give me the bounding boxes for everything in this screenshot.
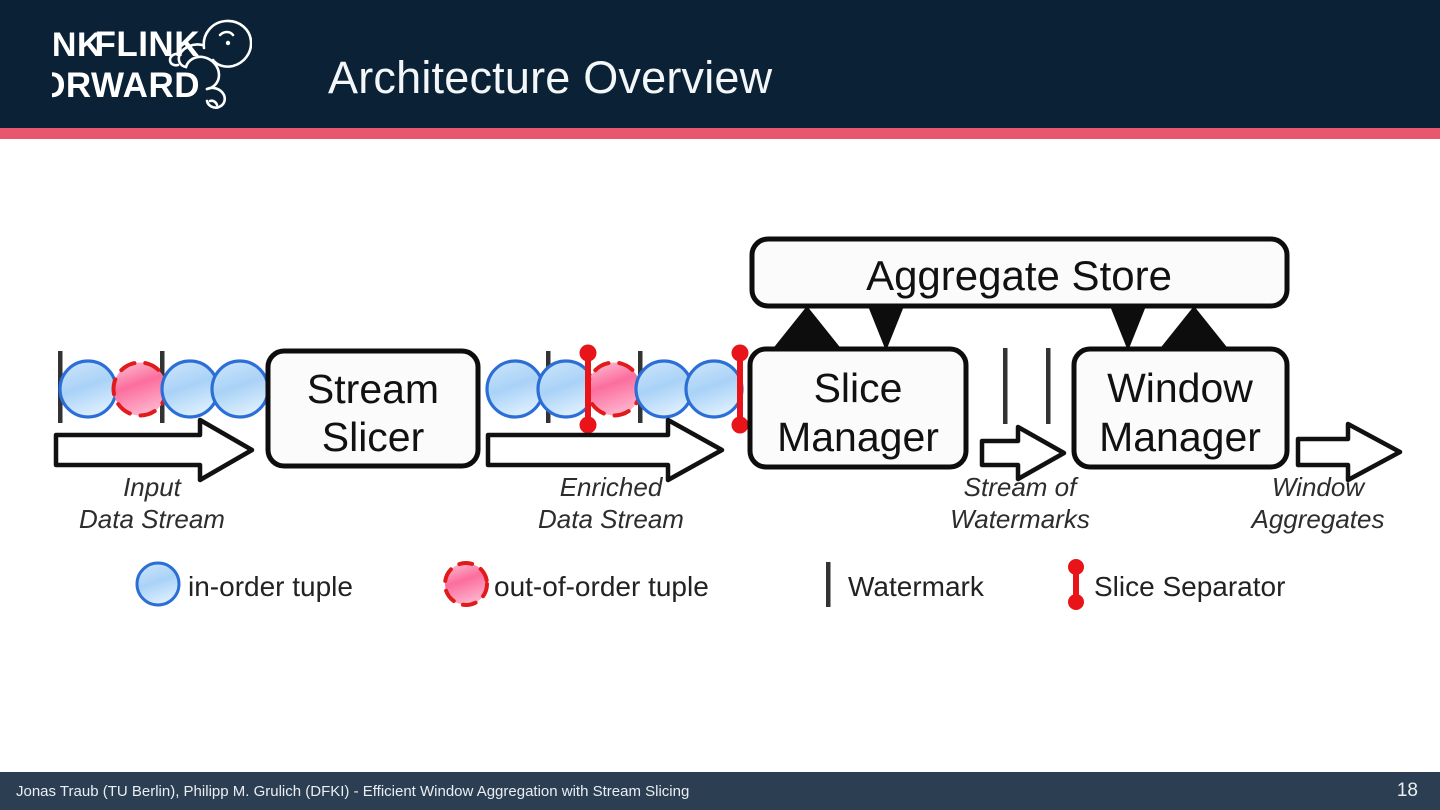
blue-circle-icon <box>135 561 181 607</box>
input-data-stream-tuples <box>58 351 270 423</box>
enriched-data-stream-tuples <box>485 344 749 434</box>
legend-item-in-order-tuple: in-order tuple <box>135 561 353 607</box>
box-label-slice: Slice <box>814 365 903 411</box>
box-label-aggregate-store: Aggregate Store <box>866 252 1172 299</box>
tuple-in-order <box>160 359 220 419</box>
logo-forward-word: FORWARD <box>52 66 200 105</box>
arrow-enriched-data-stream <box>485 417 725 483</box>
tuple-out-of-order <box>585 360 643 418</box>
watermark-bar <box>1046 348 1051 424</box>
footer-attribution: Jonas Traub (TU Berlin), Philipp M. Grul… <box>16 783 690 800</box>
arrow-label-aggregates-line2: Aggregates <box>1250 504 1385 534</box>
header-accent-bar <box>0 128 1440 139</box>
slice-separator <box>731 344 749 434</box>
logo-flink-word: FLINK <box>94 25 200 64</box>
arrow-label-watermarks-line2: Watermarks <box>950 504 1090 534</box>
watermark-bar-icon <box>826 562 831 607</box>
arrow-label-input-line2: Data Stream <box>79 504 225 534</box>
tuple-in-order <box>210 359 270 419</box>
legend-item-watermark: Watermark <box>826 562 985 607</box>
legend-item-slice-separator: Slice Separator <box>1068 559 1285 610</box>
arrow-label-input-line1: Input <box>123 472 183 502</box>
legend-label-out-of-order-tuple: out-of-order tuple <box>494 571 709 602</box>
tuple-in-order <box>634 359 694 419</box>
box-aggregate-store[interactable]: Aggregate Store <box>749 236 1290 309</box>
box-label-stream: Stream <box>307 366 439 412</box>
tuple-in-order <box>58 359 118 419</box>
arrow-label-aggregates-line1: Window <box>1272 472 1366 502</box>
box-label-slicer: Slicer <box>322 414 425 460</box>
slide-footer <box>0 772 1440 810</box>
legend-label-in-order-tuple: in-order tuple <box>188 571 353 602</box>
flink-forward-logo: FLINK FLINK FORWARD <box>0 12 253 116</box>
arrow-stream-of-watermarks <box>979 424 1067 482</box>
squirrel-icon <box>168 19 253 109</box>
architecture-diagram: Input Data Stream Stream Slicer Enri <box>0 139 1440 772</box>
watermark-stream-bars <box>1003 348 1051 424</box>
arrow-label-enriched-line1: Enriched <box>560 472 664 502</box>
page-title: Architecture Overview <box>328 52 773 103</box>
red-dashed-circle-icon <box>443 561 489 607</box>
aggregate-store-connectors <box>771 306 1230 351</box>
diagram-legend: in-order tuple out-of-order tuple Waterm… <box>135 559 1285 610</box>
box-window-manager[interactable]: Window Manager <box>1071 346 1290 470</box>
box-slice-manager[interactable]: Slice Manager <box>747 346 969 470</box>
arrow-input-data-stream <box>53 417 255 483</box>
connector-triangle-down <box>1110 306 1146 351</box>
slice-separator-icon <box>1068 559 1084 610</box>
legend-label-slice-separator: Slice Separator <box>1094 571 1285 602</box>
tuple-in-order <box>485 359 545 419</box>
watermark-bar <box>1003 348 1008 424</box>
box-label-window: Window <box>1107 365 1253 411</box>
slice-separator <box>579 344 597 434</box>
arrow-label-enriched-line2: Data Stream <box>538 504 684 534</box>
box-label-manager: Manager <box>777 414 939 460</box>
legend-item-out-of-order-tuple: out-of-order tuple <box>443 561 709 607</box>
connector-triangle-up <box>771 306 843 351</box>
arrow-label-watermarks-line1: Stream of <box>964 472 1079 502</box>
connector-triangle-up <box>1158 306 1230 351</box>
arrow-window-aggregates <box>1295 421 1403 483</box>
connector-triangle-down <box>868 306 904 351</box>
tuple-in-order <box>684 359 744 419</box>
tuple-out-of-order <box>111 360 169 418</box>
page-number: 18 <box>1396 780 1418 801</box>
box-label-manager: Manager <box>1099 414 1261 460</box>
legend-label-watermark: Watermark <box>848 571 985 602</box>
box-stream-slicer[interactable]: Stream Slicer <box>265 348 481 469</box>
